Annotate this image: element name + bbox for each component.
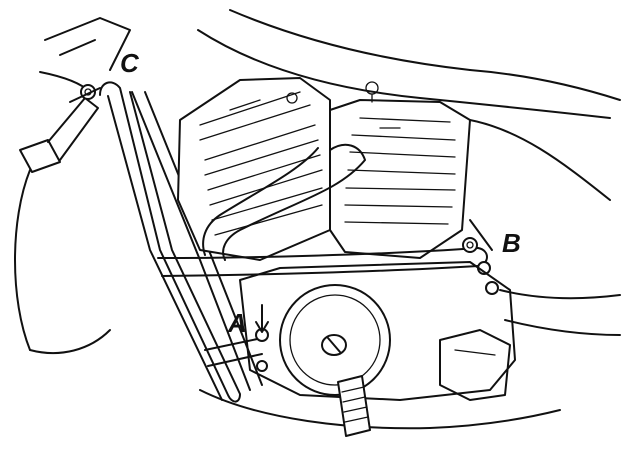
label-b: B xyxy=(502,228,521,258)
foot-peg xyxy=(337,375,371,437)
frame-upper xyxy=(39,17,131,93)
label-c: C xyxy=(120,48,140,78)
crankcase xyxy=(239,261,516,401)
bolt-b-icon xyxy=(462,219,499,295)
side-cover xyxy=(439,329,511,401)
cylinder-right xyxy=(329,81,471,259)
cylinder-left xyxy=(177,77,331,261)
fuel-tank-outline xyxy=(197,9,621,119)
generator-cover xyxy=(279,284,391,396)
crash-bar-front xyxy=(99,81,241,403)
bolt-c-icon xyxy=(69,84,101,103)
label-a: A xyxy=(227,308,247,338)
front-fork xyxy=(14,97,111,354)
rear-frame xyxy=(469,119,621,336)
bracket-a xyxy=(204,304,269,372)
exhaust-pipe xyxy=(202,143,366,261)
